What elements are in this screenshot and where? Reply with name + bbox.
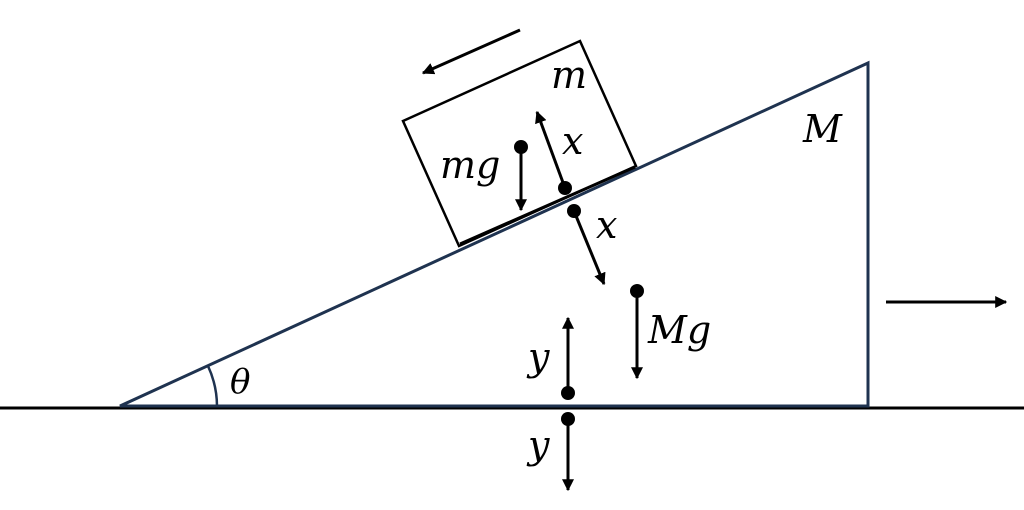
wedge-weight-label: Mg [647,308,711,352]
block-motion-arrow [421,28,521,75]
angle-label: θ [230,362,250,402]
block-contact-line [459,165,636,246]
normal-on-wedge-arrow [572,210,606,286]
normal-on-block-label: x [562,119,583,163]
block-mass-label: m [551,53,587,97]
wedge [119,60,870,408]
angle-arc [206,365,219,407]
normal-on-wedge-label: x [596,203,617,247]
normal-on-block-arrow [535,110,567,189]
wedge-on-ground-label: y [526,423,550,467]
ground-reaction-label: y [526,335,550,379]
wedge-mass-label: M [802,107,843,151]
block-weight-label: mg [440,143,500,187]
